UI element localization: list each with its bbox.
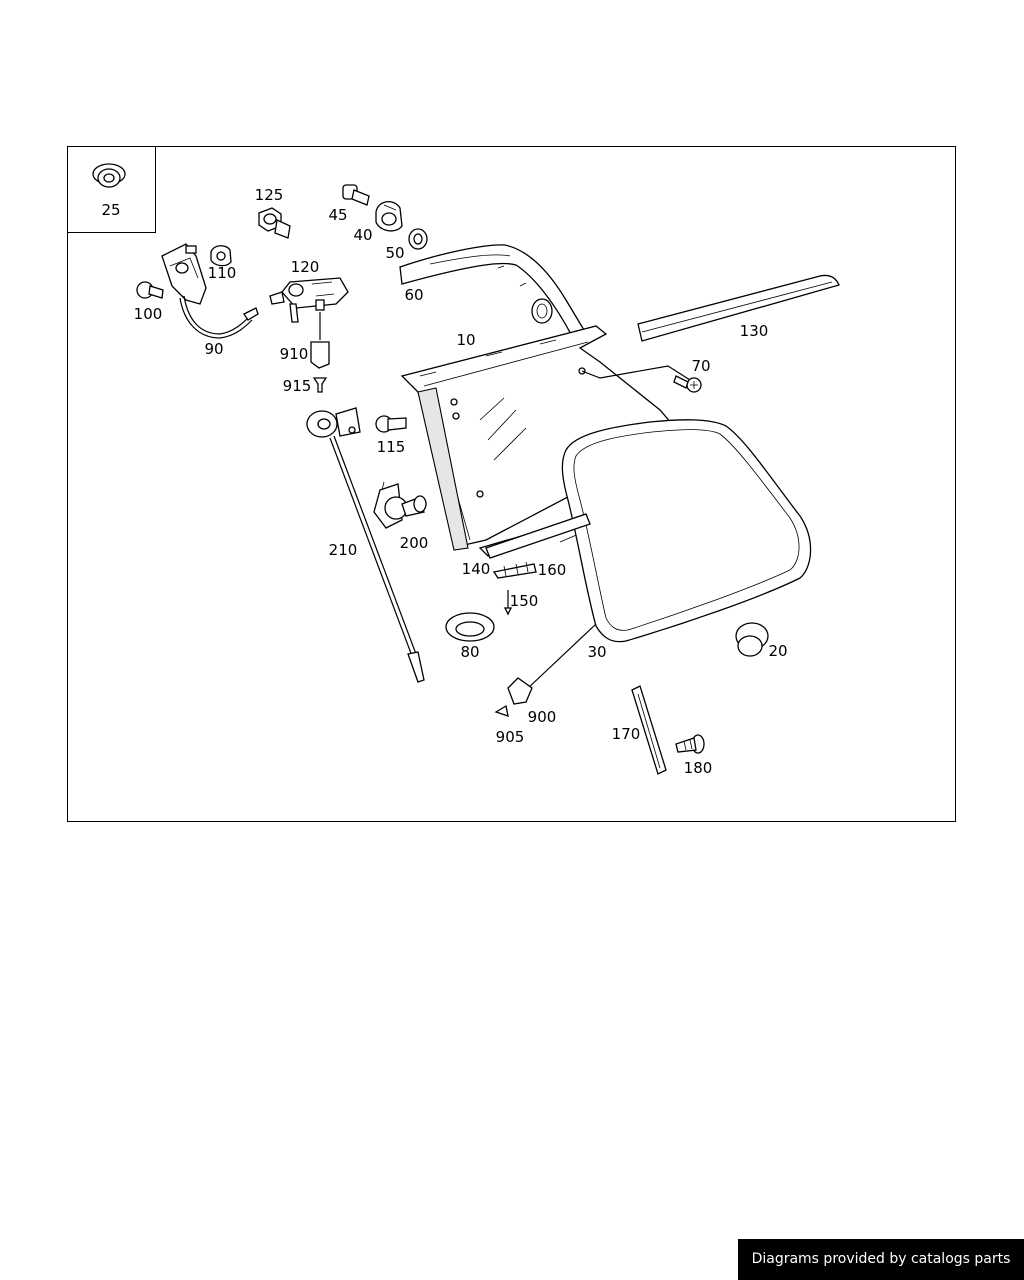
credit-banner: Diagrams provided by catalogs parts xyxy=(738,1239,1024,1280)
label-130: 130 xyxy=(740,322,769,340)
part-90-hinge-cable xyxy=(161,243,259,339)
label-910: 910 xyxy=(280,345,309,363)
part-80-grommet xyxy=(445,612,495,642)
label-50: 50 xyxy=(385,244,404,262)
label-30: 30 xyxy=(587,643,606,661)
part-170-cover xyxy=(631,685,667,775)
part-180-screw xyxy=(675,734,705,754)
part-45-bolt xyxy=(342,184,370,206)
part-915-pin xyxy=(312,377,328,393)
part-60-trim xyxy=(399,244,585,337)
label-100: 100 xyxy=(134,305,163,323)
label-200: 200 xyxy=(400,534,429,552)
label-10: 10 xyxy=(456,331,475,349)
label-125: 125 xyxy=(255,186,284,204)
label-25: 25 xyxy=(101,201,120,219)
part-25-nut xyxy=(92,163,126,188)
inset-box-part-25 xyxy=(67,146,156,233)
label-115: 115 xyxy=(377,438,406,456)
part-30-seal xyxy=(561,419,812,643)
part-120-actuator xyxy=(269,277,349,323)
label-905: 905 xyxy=(496,728,525,746)
label-40: 40 xyxy=(353,226,372,244)
part-20-button xyxy=(735,622,769,657)
label-45: 45 xyxy=(328,206,347,224)
part-130-trim-strip xyxy=(637,274,840,342)
label-60: 60 xyxy=(404,286,423,304)
diagram-frame xyxy=(67,146,956,822)
label-110: 110 xyxy=(208,264,237,282)
part-40-bracket xyxy=(375,201,403,232)
label-150: 150 xyxy=(510,592,539,610)
label-210: 210 xyxy=(329,541,358,559)
part-905-pin xyxy=(494,704,509,717)
part-125-bolt xyxy=(258,207,291,239)
label-900: 900 xyxy=(528,708,557,726)
label-80: 80 xyxy=(460,643,479,661)
part-110-clip xyxy=(210,245,232,267)
label-160: 160 xyxy=(538,561,567,579)
label-140: 140 xyxy=(462,560,491,578)
part-50-washer xyxy=(408,228,428,250)
label-20: 20 xyxy=(768,642,787,660)
part-160-clip xyxy=(492,561,537,579)
part-140-guide-strip xyxy=(485,513,591,559)
label-180: 180 xyxy=(684,759,713,777)
part-70-screw xyxy=(581,365,702,393)
label-915: 915 xyxy=(283,377,312,395)
part-900-connector xyxy=(507,623,597,705)
part-150-pin xyxy=(503,590,513,616)
part-210-hinge-rod xyxy=(306,407,425,683)
label-120: 120 xyxy=(291,258,320,276)
label-90: 90 xyxy=(204,340,223,358)
label-170: 170 xyxy=(612,725,641,743)
part-115-bolt xyxy=(375,415,407,433)
part-200-bracket xyxy=(373,481,427,529)
part-100-bolt xyxy=(136,281,164,299)
part-910-connector xyxy=(310,312,330,369)
label-70: 70 xyxy=(691,357,710,375)
